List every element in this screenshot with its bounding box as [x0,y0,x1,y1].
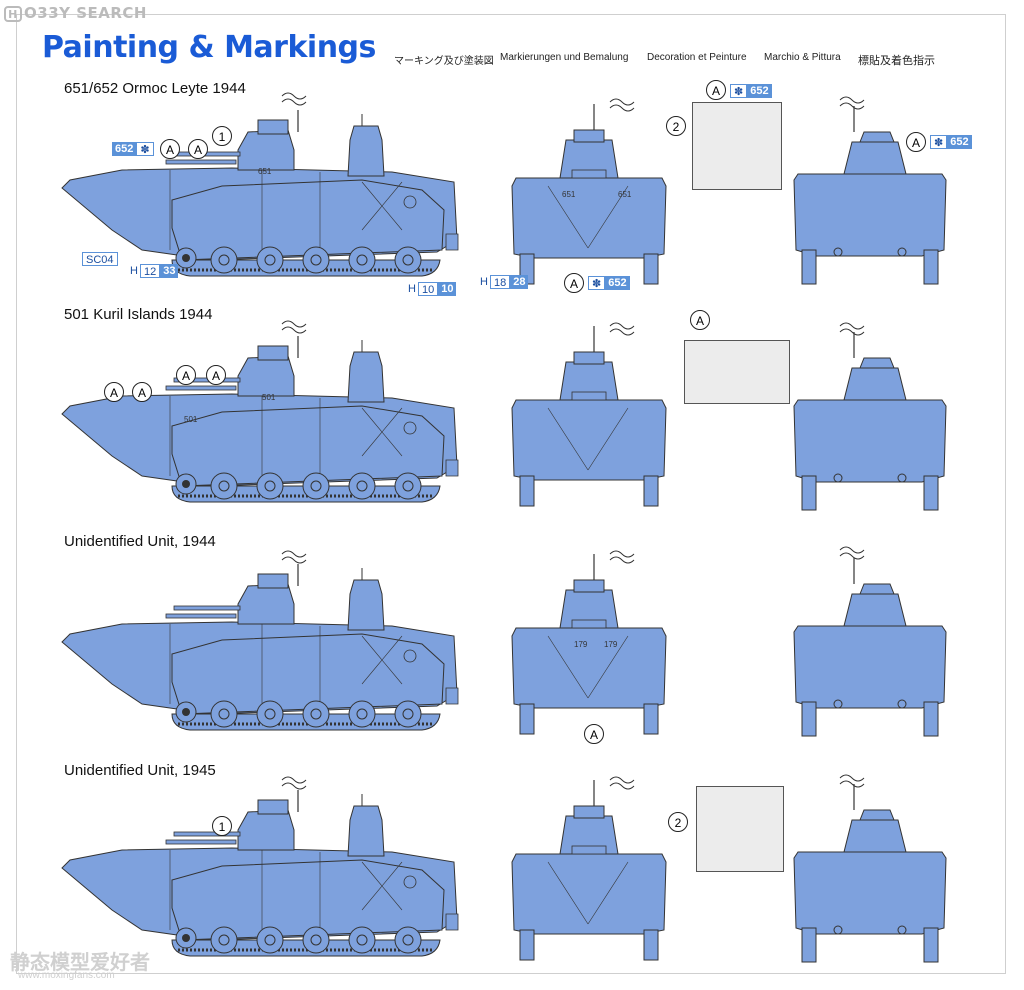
callout-a: A [160,139,180,159]
front-view-1944 [511,553,667,735]
break-mark-icon [839,774,865,788]
turret-number-501: 501 [262,393,276,402]
callout-a: A [906,132,926,152]
callout-a: A [564,273,584,293]
watermark-url: www.moxingfans.com [18,970,115,981]
decal-tag-652: 652✽ [112,142,154,156]
side-view-1945 [60,788,460,958]
break-mark-icon [839,322,865,336]
front-view-651 [511,103,667,285]
break-mark-icon [609,776,635,790]
break-mark-icon [281,320,307,334]
detail-inset-flag [696,786,784,872]
detail-inset-flag [692,102,782,190]
decal-tag-652: ✽652 [730,84,772,98]
break-mark-icon [281,550,307,564]
section-title-2: 501 Kuril Islands 1944 [64,306,213,323]
side-view-1944 [60,562,460,732]
callout-a: A [188,139,208,159]
instruction-sheet [16,14,1006,974]
callout-a: A [584,724,604,744]
rear-view-501 [793,331,947,511]
decal-tag-652: ✽652 [588,276,630,290]
hull-number-501: 501 [184,415,198,424]
callout-a: A [176,365,196,385]
callout-2: 2 [666,116,686,136]
lang-label-jp: マーキング及び塗装図 [394,56,494,67]
callout-a: A [104,382,124,402]
lang-label-it: Marchio & Pittura [764,52,841,63]
front-view-1945 [511,779,667,961]
break-mark-icon [839,546,865,560]
callout-a: A [206,365,226,385]
rear-view-1945 [793,783,947,963]
turret-number-651: 651 [258,167,272,176]
break-mark-icon [609,550,635,564]
watermark-text: 静态模型爱好者 [10,950,150,974]
side-view-651 [60,108,460,278]
page-title: Painting & Markings [42,30,376,65]
callout-a: A [706,80,726,100]
break-mark-icon [281,92,307,106]
break-mark-icon [609,98,635,112]
hull-number-651: 651 [618,190,632,199]
decal-tag-sc04: SC04 [82,252,118,266]
callout-a: A [132,382,152,402]
lang-label-de: Markierungen und Bemalung [500,52,629,63]
callout-1: 1 [212,126,232,146]
callout-1: 1 [212,816,232,836]
lang-label-cn: 標貼及着色指示 [858,55,935,67]
break-mark-icon [609,322,635,336]
section-title-1: 651/652 Ormoc Leyte 1944 [64,80,246,97]
detail-inset-hull [684,340,790,404]
callout-a: A [690,310,710,330]
rear-view-651 [793,105,947,285]
break-mark-icon [281,776,307,790]
decal-tag-652: ✽652 [930,135,972,149]
break-mark-icon [839,96,865,110]
section-title-3: Unidentified Unit, 1944 [64,533,216,550]
callout-2: 2 [668,812,688,832]
hull-number-651: 651 [562,190,576,199]
lang-label-fr: Decoration et Peinture [647,52,747,63]
hull-number-179: 179 [574,640,588,649]
section-title-4: Unidentified Unit, 1945 [64,762,216,779]
rear-view-1944 [793,557,947,737]
front-view-501 [511,325,667,507]
hull-number-179: 179 [604,640,618,649]
side-view-501 [60,334,460,504]
